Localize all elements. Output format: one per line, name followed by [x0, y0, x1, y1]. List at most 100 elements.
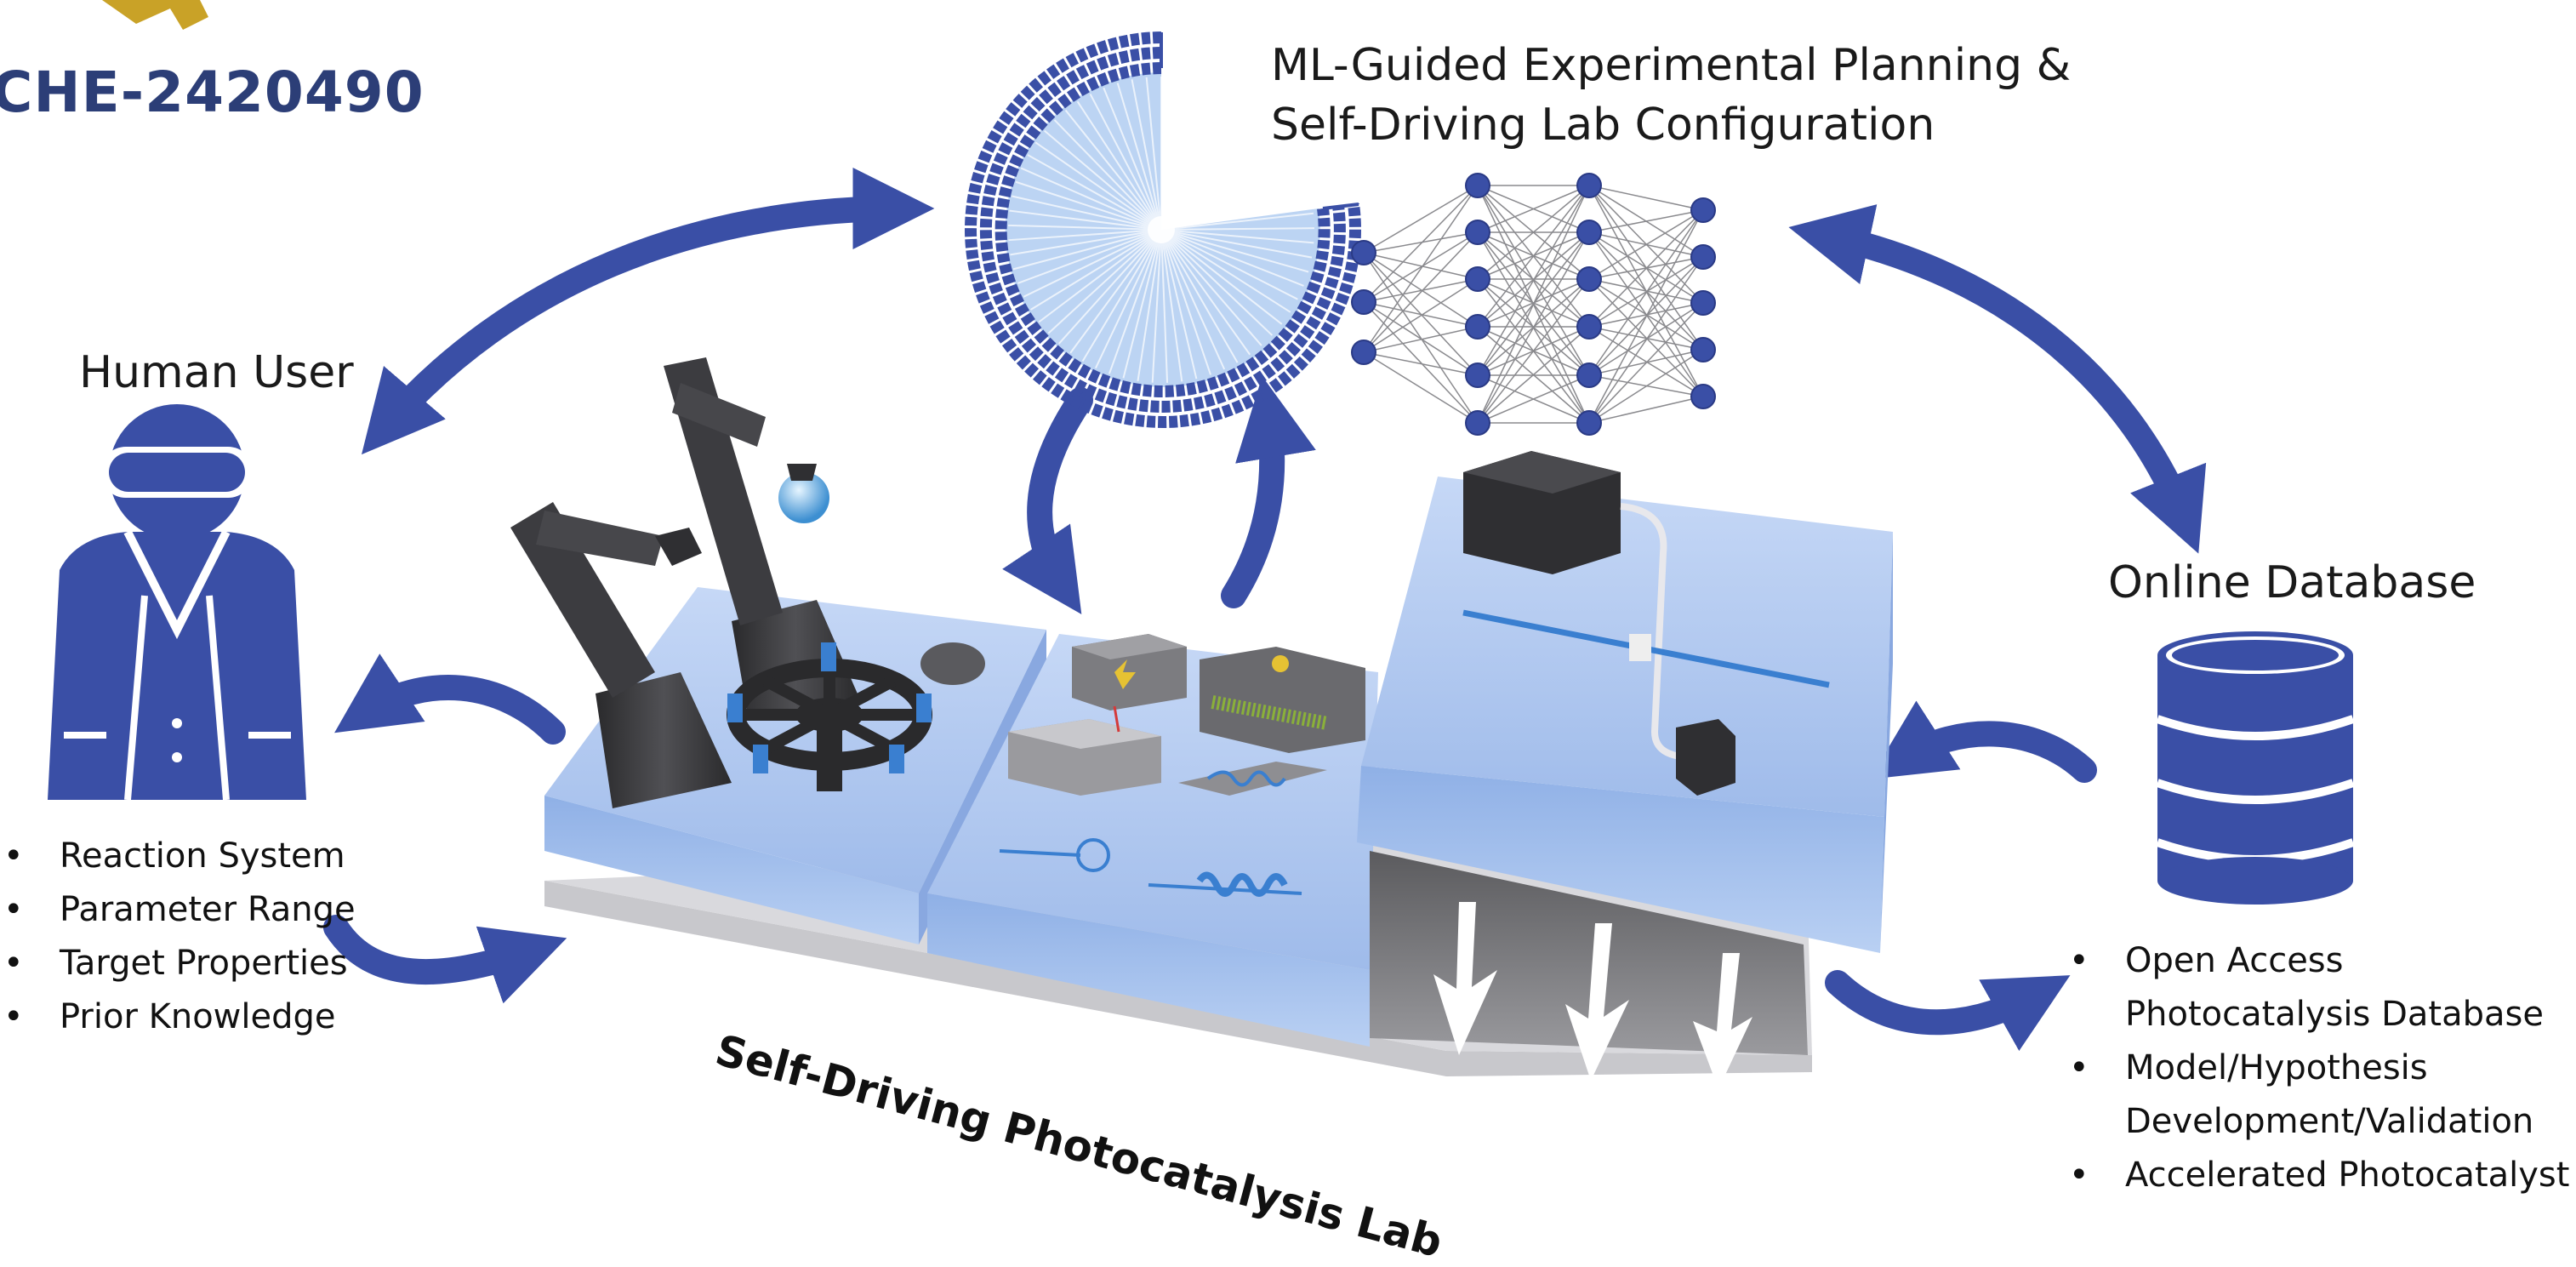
network-node	[1576, 410, 1602, 436]
network-connection	[1363, 326, 1479, 353]
network-connection	[1477, 185, 1590, 233]
radial-ray	[1103, 87, 1162, 231]
radial-ray	[1160, 229, 1239, 363]
radial-ray	[1160, 229, 1169, 383]
radial-ray	[1020, 167, 1162, 231]
award-number: CHE-2420490	[0, 60, 425, 125]
list-item: Model/Hypothesis Development/Validation	[2066, 1042, 2569, 1149]
radial-ray	[1027, 154, 1162, 231]
network-connection	[1477, 326, 1590, 424]
arrow-human-ml	[361, 168, 935, 455]
network-connection	[1363, 185, 1479, 303]
radial-ray	[1160, 229, 1309, 273]
radial-ray	[1094, 229, 1162, 369]
database-output-list: Open Access Photocatalysis Database Mode…	[2066, 934, 2569, 1202]
radial-ray	[1069, 229, 1162, 354]
network-node	[1351, 240, 1376, 265]
radial-ray	[1160, 229, 1262, 346]
list-item: Prior Knowledge	[0, 990, 356, 1044]
human-user-title: Human User	[79, 347, 354, 398]
network-connection	[1588, 349, 1704, 424]
list-item-line-1: Open Access	[2125, 941, 2344, 980]
network-node	[1576, 314, 1602, 340]
network-connection	[1363, 231, 1479, 353]
network-node	[1465, 314, 1490, 340]
network-node	[1690, 290, 1716, 316]
ml-radial-chart	[965, 31, 1361, 428]
ml-title-line-1: ML-Guided Experimental Planning &	[1271, 40, 2072, 91]
network-connection	[1477, 374, 1590, 424]
online-database-title: Online Database	[2108, 557, 2476, 608]
list-item-line-2: Development/Validation	[2125, 1102, 2534, 1141]
network-node	[1690, 337, 1716, 362]
radial-ray	[1023, 229, 1162, 298]
network-connection	[1363, 301, 1479, 424]
sample-carousel	[727, 642, 985, 791]
radial-ray	[1029, 229, 1162, 311]
human-input-list: Reaction System Parameter Range Target P…	[0, 830, 356, 1044]
list-item: Reaction System	[0, 830, 356, 883]
network-node	[1351, 340, 1376, 365]
radial-ray	[1017, 229, 1162, 284]
radial-ray	[1160, 229, 1198, 380]
radial-ray	[1076, 100, 1162, 231]
ml-title: ML-Guided Experimental Planning & Self-D…	[1271, 36, 2071, 155]
neural-network	[1351, 173, 1716, 436]
flow-reactor	[1462, 451, 1830, 796]
network-connection	[1363, 185, 1479, 254]
arrow-lab-to-human	[334, 653, 566, 745]
human-user-figure	[48, 404, 306, 801]
network-connection	[1588, 209, 1704, 424]
network-node	[1465, 410, 1490, 436]
radial-ray	[1137, 229, 1162, 382]
flow-arrows	[323, 168, 2207, 1052]
radial-ray	[1044, 129, 1162, 231]
network-connection	[1363, 301, 1479, 328]
radial-ray	[1160, 229, 1274, 336]
arrow-lab-to-database	[1825, 970, 2071, 1052]
arrow-human-to-lab	[323, 915, 567, 1004]
network-node	[1576, 362, 1602, 388]
network-connection	[1588, 209, 1704, 328]
network-connection	[1363, 185, 1479, 353]
network-connection	[1588, 302, 1704, 328]
radial-ray	[1116, 83, 1162, 231]
radial-ray	[1012, 195, 1162, 231]
network-node	[1576, 266, 1602, 292]
radial-ray	[1160, 229, 1283, 325]
radial-ray	[1010, 229, 1162, 256]
radial-ray	[1122, 229, 1162, 379]
radial-ray	[1131, 79, 1162, 231]
ml-title-line-2: Self-Driving Lab Configuration	[1271, 100, 1935, 151]
radial-ray	[1160, 229, 1313, 259]
radial-ray	[1089, 94, 1162, 231]
radial-ray	[1160, 197, 1312, 231]
list-item-line-1: Model/Hypothesis	[2125, 1048, 2428, 1087]
radial-ray	[1160, 169, 1303, 231]
output-arrows	[1433, 902, 1752, 1089]
network-connection	[1477, 185, 1590, 280]
radial-ray	[1160, 132, 1280, 231]
radial-ray	[1160, 212, 1314, 231]
network-node	[1576, 220, 1602, 245]
radial-ray	[1012, 229, 1162, 271]
network-node	[1576, 173, 1602, 198]
radial-ray	[1160, 102, 1248, 231]
network-node	[1465, 173, 1490, 198]
radial-ray	[1008, 224, 1162, 231]
network-node	[1465, 220, 1490, 245]
photoreactor-modules	[999, 634, 1365, 897]
radial-ray	[1160, 227, 1315, 231]
network-connection	[1477, 231, 1590, 424]
radial-ray	[1160, 229, 1291, 313]
network-connection	[1363, 231, 1479, 254]
network-connection	[1588, 209, 1704, 280]
network-node	[1465, 362, 1490, 388]
network-connection	[1363, 351, 1479, 376]
radial-ray	[1160, 229, 1298, 300]
network-connection	[1588, 209, 1704, 376]
radial-ray	[1064, 109, 1162, 231]
radial-ray	[1160, 144, 1290, 231]
radial-ray	[1160, 229, 1251, 356]
network-connection	[1363, 301, 1479, 376]
